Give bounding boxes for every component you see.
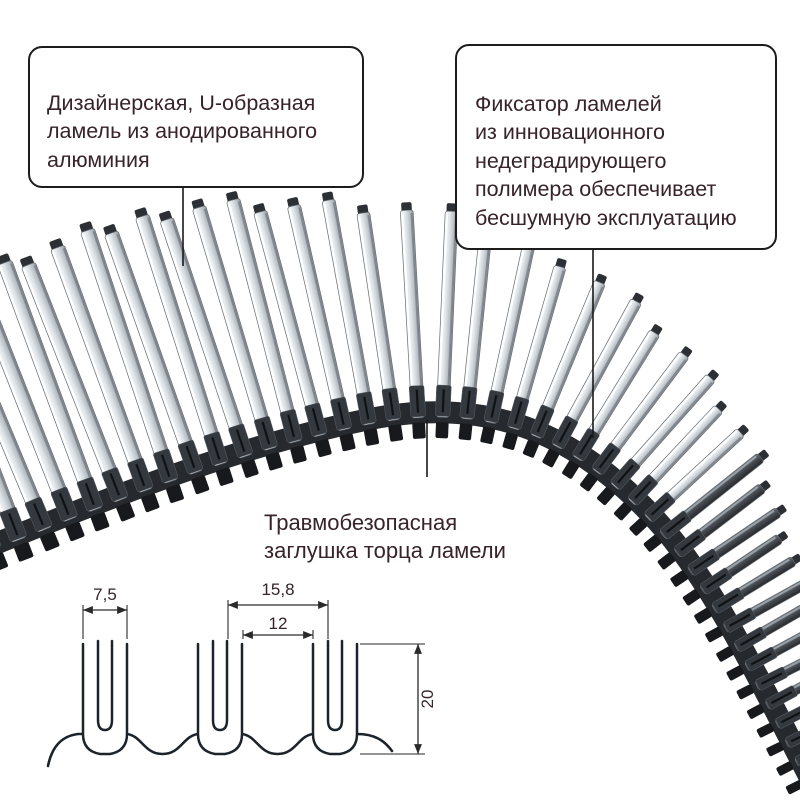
lamella <box>766 698 800 757</box>
lamella <box>562 324 663 479</box>
dimension-label-pitch: 15,8 <box>261 580 294 599</box>
lamella <box>502 258 567 450</box>
lamella <box>736 640 800 700</box>
lamella <box>726 618 800 681</box>
dimension-label-width: 7,5 <box>93 585 117 604</box>
lamella <box>49 238 160 513</box>
lamella <box>705 579 800 643</box>
lamella-profile-2 <box>196 639 244 756</box>
lamella <box>785 780 800 795</box>
polymer-belt <box>0 401 800 783</box>
callout-lamella-text: Дизайнерская, U-образная ламель из аноди… <box>47 90 318 172</box>
lamella <box>670 504 787 587</box>
lamella <box>0 293 34 562</box>
label-endcap-text: Травмобезопасная заглушка торца ламели <box>264 509 506 564</box>
lamella <box>643 449 769 552</box>
lamella <box>614 400 727 521</box>
lamella <box>0 295 60 552</box>
lamella <box>580 346 693 492</box>
lamella-group <box>0 191 800 795</box>
lamella <box>0 253 110 532</box>
lamella <box>716 597 800 662</box>
lamella <box>522 273 607 458</box>
lamella <box>776 715 800 776</box>
lamella <box>356 204 404 442</box>
lamella <box>191 198 283 471</box>
lamella-profile-3 <box>311 639 359 756</box>
callout-fixator: Фиксатор ламелей из инновационного недег… <box>455 44 777 250</box>
lamella <box>682 531 788 606</box>
lamella <box>694 553 800 624</box>
lamella <box>0 310 8 572</box>
lamella <box>134 207 234 486</box>
label-endcap: Травмобезопасная заглушка торца ламели <box>264 480 506 566</box>
dimension-label-gap: 12 <box>269 614 288 633</box>
lamella <box>597 369 719 505</box>
lamella <box>657 480 771 570</box>
dimension-label-height: 20 <box>418 690 437 709</box>
lamella <box>159 210 259 478</box>
cross-section-drawing: 7,5 15,8 12 20 <box>46 580 437 768</box>
lamella <box>253 203 332 458</box>
lamella <box>0 277 85 542</box>
lamella <box>103 224 210 495</box>
lamella <box>226 191 307 464</box>
lamella <box>480 231 537 445</box>
lamella <box>435 203 459 439</box>
lamella <box>20 255 135 522</box>
lamella <box>629 424 749 536</box>
lamella <box>400 202 426 439</box>
lamella <box>79 221 184 504</box>
lamella-profile-1 <box>81 639 129 756</box>
lamella <box>287 197 356 452</box>
lamella <box>322 191 380 446</box>
callout-lamella: Дизайнерская, U-образная ламель из аноди… <box>28 46 364 189</box>
callout-fixator-text: Фиксатор ламелей из инновационного недег… <box>475 91 737 230</box>
lamella <box>747 657 800 719</box>
